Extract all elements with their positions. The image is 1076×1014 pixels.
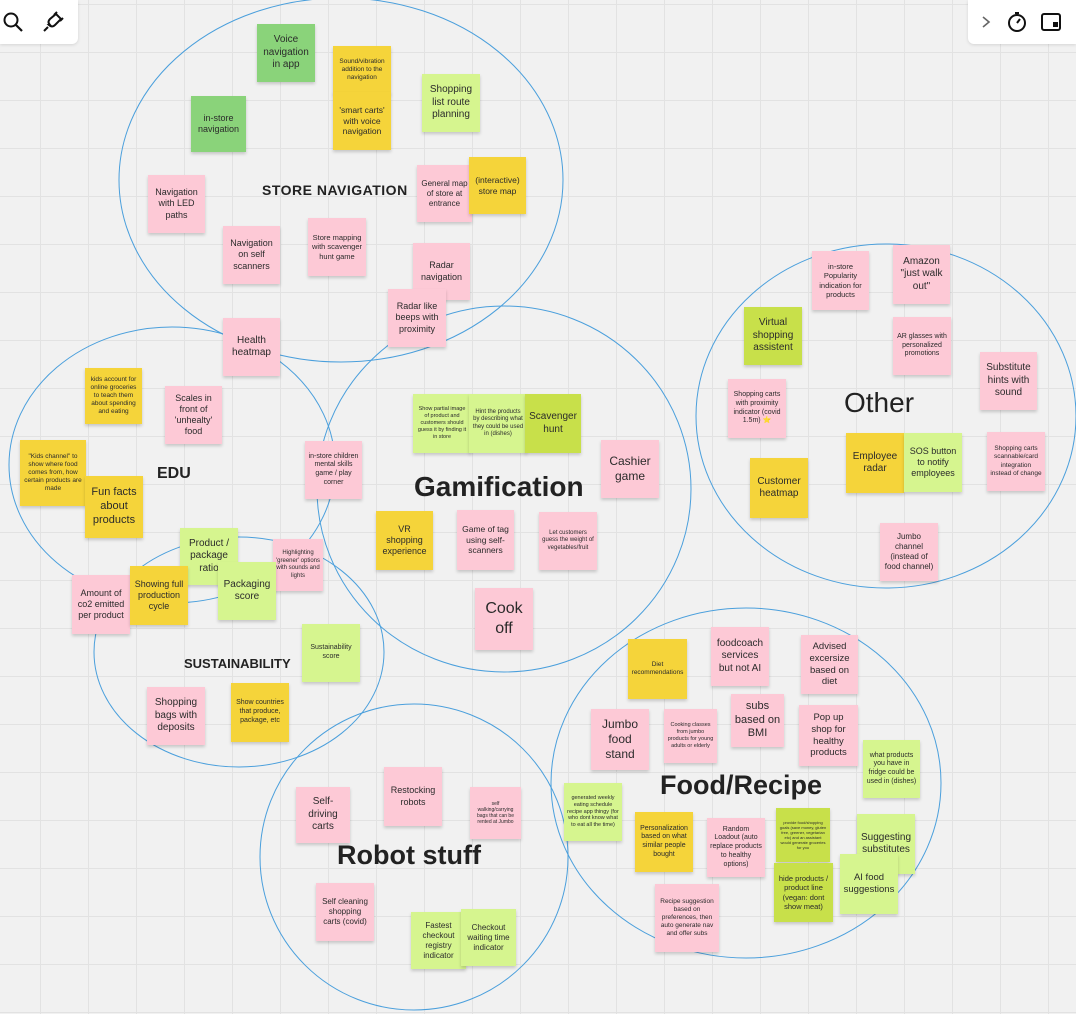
sticky-note[interactable]: SOS button to notify employees — [904, 433, 962, 492]
sticky-note[interactable]: Jumbo food stand — [591, 709, 649, 770]
sticky-note[interactable]: Store mapping with scavenger hunt game — [308, 218, 366, 276]
chevron-right-icon[interactable] — [972, 5, 1000, 39]
sticky-note[interactable]: generated weekly eating schedule recipe … — [564, 783, 622, 841]
sticky-note[interactable]: Navigation with LED paths — [148, 175, 205, 233]
sticky-note[interactable]: Cook off — [475, 588, 533, 650]
cluster-title-edu: EDU — [157, 465, 191, 482]
sticky-note[interactable]: what products you have in fridge could b… — [863, 740, 920, 798]
sticky-note[interactable]: subs based on BMI — [731, 694, 784, 747]
sticky-note[interactable]: Show countries that produce, package, et… — [231, 683, 289, 742]
sticky-note[interactable]: "Kids channel" to show where food comes … — [20, 440, 86, 506]
sticky-note[interactable]: Cashier game — [601, 440, 659, 498]
sticky-note[interactable]: Pop up shop for healthy products — [799, 705, 858, 766]
sticky-note[interactable]: Sustainability score — [302, 624, 360, 682]
left-toolbar — [0, 0, 78, 44]
sticky-note[interactable]: Customer heatmap — [750, 458, 808, 518]
sticky-note[interactable]: in-store children mental skills game / p… — [305, 441, 362, 499]
sticky-note[interactable]: Advised excersize based on diet — [801, 635, 858, 694]
sticky-note[interactable]: Self-driving carts — [296, 787, 350, 843]
sticky-note[interactable]: self walking/carrying bags that can be r… — [470, 787, 521, 839]
sticky-note[interactable]: hide products / product line (vegan: don… — [774, 863, 833, 922]
sticky-note[interactable]: Personalization based on what similar pe… — [635, 812, 693, 872]
sticky-note[interactable]: Cooking classes from jumbo products for … — [664, 709, 717, 763]
sticky-note[interactable]: Self cleaning shopping carts (covid) — [316, 883, 374, 941]
sticky-note[interactable]: VR shopping experience — [376, 511, 433, 570]
sticky-note[interactable]: Highlighting 'greener' options with soun… — [273, 539, 323, 591]
sticky-note[interactable]: kids account for online groceries to tea… — [85, 368, 142, 424]
right-toolbar — [968, 0, 1076, 44]
sticky-note[interactable]: Fun facts about products — [85, 476, 143, 538]
sticky-note[interactable]: provide food/shopping goals (save money,… — [776, 808, 830, 862]
sticky-note[interactable]: Health heatmap — [223, 318, 280, 376]
sticky-note[interactable]: Scavenger hunt — [525, 394, 581, 453]
sticky-note[interactable]: Showing full production cycle — [130, 566, 188, 625]
sticky-note[interactable]: AI food suggestions — [840, 854, 898, 914]
cluster-title-sustainability: SUSTAINABILITY — [184, 656, 291, 671]
sticky-note[interactable]: Shopping list route planning — [422, 74, 480, 132]
sticky-note[interactable]: Scales in front of 'unhealty' food — [165, 386, 222, 444]
sticky-note[interactable]: Navigation on self scanners — [223, 226, 280, 284]
sticky-note[interactable]: Employee radar — [846, 433, 904, 493]
cluster-title-food-recipe: Food/Recipe — [660, 770, 823, 800]
timer-icon[interactable] — [1000, 5, 1034, 39]
sticky-note[interactable]: in-store navigation — [191, 96, 246, 152]
cluster-title-robot-stuff: Robot stuff — [337, 840, 481, 870]
sticky-note[interactable]: Restocking robots — [384, 767, 442, 826]
sticky-note[interactable]: Amazon "just walk out" — [893, 245, 950, 304]
sticky-note[interactable]: Recipe suggestion based on preferences, … — [655, 884, 719, 952]
sticky-note[interactable]: Show partial image of product and custom… — [413, 394, 471, 453]
sticky-note[interactable]: Virtual shopping assistent — [744, 307, 802, 365]
sticky-note[interactable]: Jumbo channel (instead of food channel) — [880, 523, 938, 581]
sticky-note[interactable]: (interactive) store map — [469, 157, 526, 214]
sticky-note[interactable]: Substitute hints with sound — [980, 352, 1037, 410]
sticky-note[interactable]: foodcoach services but not AI — [711, 627, 769, 686]
sticky-note[interactable]: Hint the products by describing what the… — [469, 394, 527, 453]
sticky-note[interactable]: Fastest checkout registry indicator — [411, 912, 466, 969]
sticky-note[interactable]: AR glasses with personalized promotions — [893, 317, 951, 375]
sticky-note[interactable]: Checkout waiting time indicator — [461, 909, 516, 966]
sticky-note[interactable]: Radar like beeps with proximity — [388, 289, 446, 347]
sticky-note[interactable]: Random Loadout (auto replace products to… — [707, 818, 765, 877]
sticky-note[interactable]: General map of store at entrance — [417, 165, 472, 222]
sticky-note[interactable]: 'smart carts' with voice navigation — [333, 92, 391, 150]
sticky-note[interactable]: Game of tag using self-scanners — [457, 510, 514, 570]
search-icon[interactable] — [0, 5, 30, 39]
sticky-note[interactable]: Let customers guess the weight of vegeta… — [539, 512, 597, 570]
plug-icon[interactable] — [36, 5, 70, 39]
sticky-note[interactable]: Shopping carts scannable/card integratio… — [987, 432, 1045, 491]
cluster-title-other: Other — [844, 387, 915, 418]
cluster-title-gamification: Gamification — [414, 471, 584, 502]
sticky-note[interactable]: Sound/vibration addition to the navigati… — [333, 46, 391, 94]
sticky-note[interactable]: Voice navigation in app — [257, 24, 315, 82]
sticky-note[interactable]: Amount of co2 emitted per product — [72, 575, 130, 634]
cluster-title-store-navigation: STORE NAVIGATION — [262, 182, 408, 198]
sticky-note[interactable]: Shopping bags with deposits — [147, 687, 205, 745]
sticky-note[interactable]: Packaging score — [218, 562, 276, 620]
sticky-note[interactable]: Shopping carts with proximity indicator … — [728, 379, 786, 438]
present-icon[interactable] — [1034, 5, 1068, 39]
sticky-note[interactable]: Diet recommendations — [628, 639, 687, 699]
sticky-note[interactable]: in-store Popularity indication for produ… — [812, 251, 869, 310]
